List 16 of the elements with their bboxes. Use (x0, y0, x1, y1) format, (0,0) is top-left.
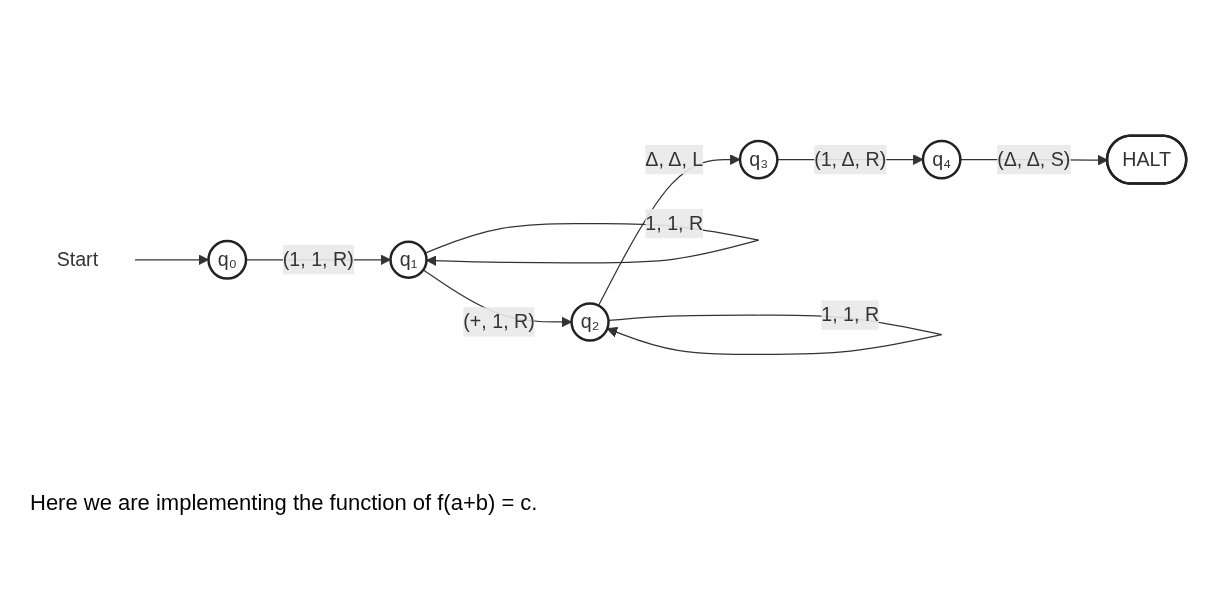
node-circle: q₂ (570, 302, 610, 342)
arrow (134, 254, 209, 266)
edge-label: (Δ, Δ, S) (997, 148, 1071, 170)
arrow (597, 154, 741, 307)
node-text: Start (56, 248, 99, 270)
node-circle: q₀ (207, 239, 248, 280)
edge-label: (+, 1, R) (463, 310, 535, 332)
edge-label: (1, 1, R) (282, 248, 354, 270)
node-circle: q₃ (738, 139, 779, 180)
edge-label: 1, 1, R (645, 212, 704, 234)
note-text: Here we are implementing the function of f(a+b) = c. (30, 490, 539, 516)
node-circle: q₁ (389, 240, 428, 279)
node-circle: q₄ (921, 139, 962, 180)
edge-label: (1, Δ, R) (814, 148, 887, 170)
edge-label: Δ, Δ, L (645, 148, 704, 170)
edge-label: 1, 1, R (821, 304, 880, 325)
